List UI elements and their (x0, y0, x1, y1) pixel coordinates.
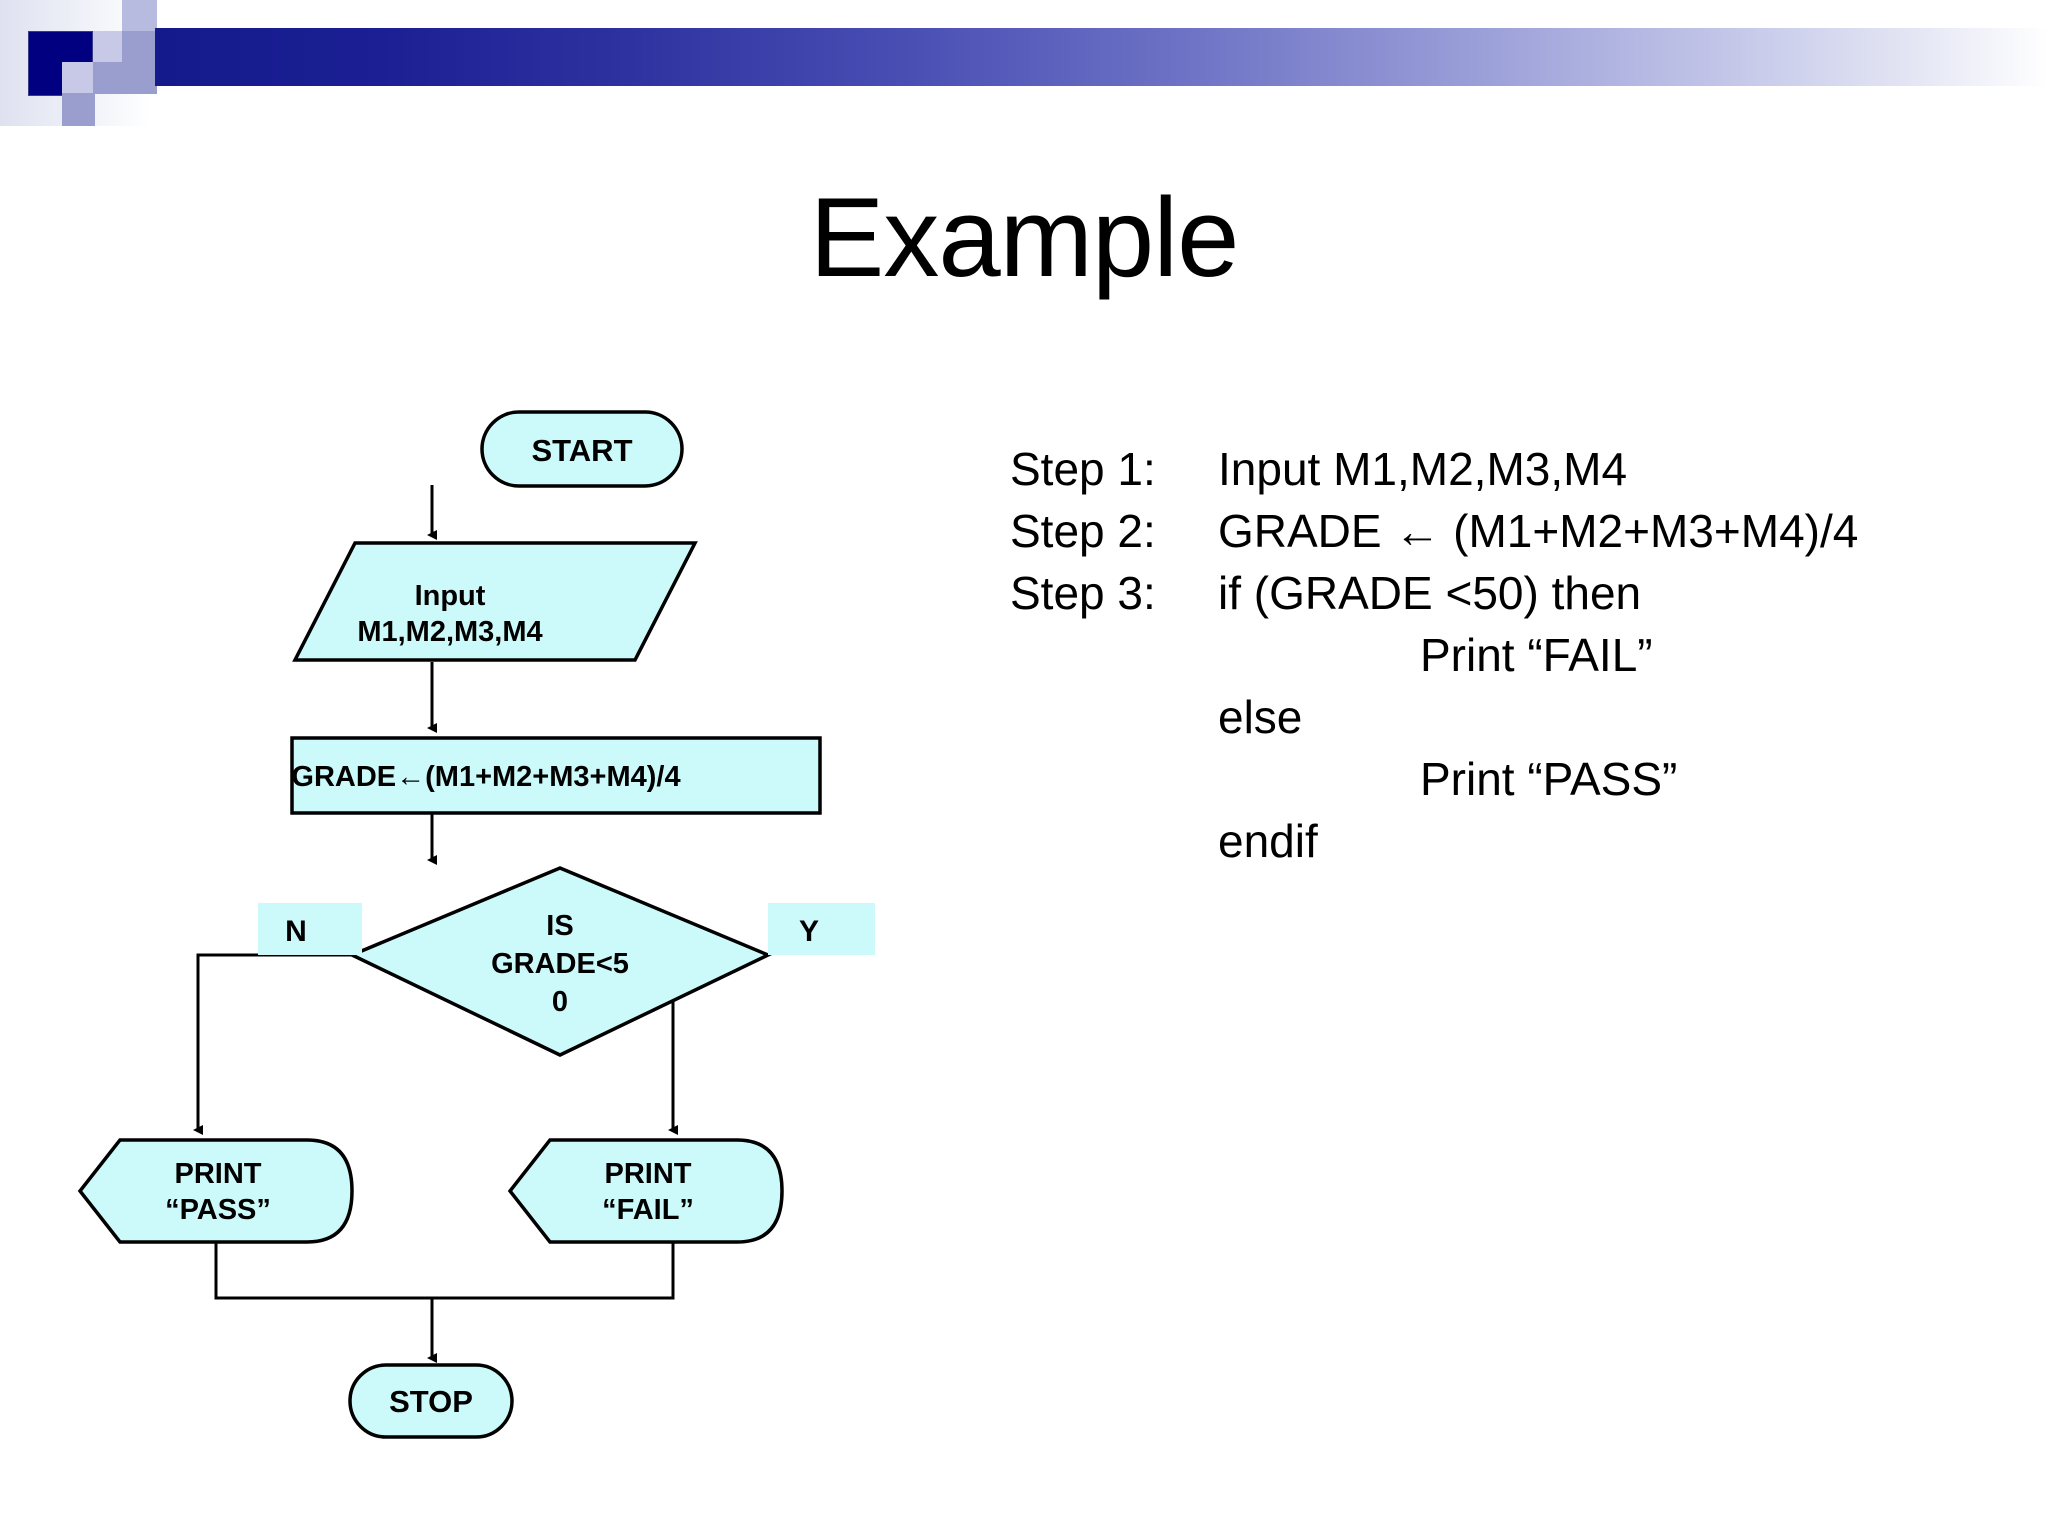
flow-node-stop[interactable]: STOP (348, 1363, 514, 1439)
branch-label-yes: Y (768, 903, 875, 955)
branch-label-yes-text: Y (799, 915, 819, 948)
branch-label-no: N (258, 903, 362, 955)
branch-label-no-bg (258, 903, 362, 955)
start-shape (480, 410, 684, 488)
pseudocode-line: Step 2: GRADE ← (M1+M2+M3+M4)/4 (1010, 500, 2020, 562)
branch-label-no-text: N (285, 915, 307, 948)
branch-label-yes-bg (768, 903, 875, 955)
print-fail-label-line2: “FAIL” (602, 1194, 694, 1226)
input-label-line1: Input (415, 580, 486, 612)
pseudocode-step-body: if (GRADE <50) then (1218, 567, 1642, 619)
page-title: Example (809, 175, 1240, 300)
flow-node-input[interactable]: Input M1,M2,M3,M4 (292, 541, 698, 662)
pseudocode-step-body: Print “PASS” (1420, 753, 1678, 805)
decision-label-line3: 0 (552, 986, 568, 1018)
pseudocode-step-body: Print “FAIL” (1420, 629, 1653, 681)
pseudocode-line: else (1010, 686, 2020, 748)
pseudocode-line: Step 3: if (GRADE <50) then (1010, 562, 2020, 624)
header-square-lower-lavender (62, 62, 95, 94)
header-gradient-bar (155, 28, 2048, 86)
print-fail-shape (507, 1138, 784, 1244)
flow-node-start[interactable]: START (480, 410, 684, 488)
pseudocode-step-label: Step 2: (1010, 505, 1156, 557)
flow-node-process[interactable]: GRADE←(M1+M2+M3+M4)/4 (290, 736, 822, 815)
process-label: GRADE←(M1+M2+M3+M4)/4 (291, 761, 680, 793)
pseudocode-line: endif (1010, 810, 2020, 872)
slide-header-decoration (0, 0, 2048, 130)
stop-shape (348, 1363, 514, 1439)
decision-label-line2: GRADE<5 (491, 948, 629, 980)
print-pass-shape (77, 1138, 354, 1244)
pseudocode-step-body: else (1218, 691, 1303, 743)
pseudocode-step-body: Input M1,M2,M3,M4 (1218, 443, 1628, 495)
process-shape (290, 736, 822, 815)
start-label: START (531, 433, 632, 468)
pseudocode-step-body: endif (1218, 815, 1318, 867)
header-square-periwinkle (122, 31, 157, 94)
connector-fail-to-merge (432, 1242, 675, 1300)
pseudocode-line: Print “PASS” (1010, 748, 2020, 810)
decision-label-line1: IS (546, 910, 573, 942)
print-fail-label-line1: PRINT (605, 1158, 692, 1190)
header-square-lower-periwinkle (93, 62, 125, 94)
flow-node-print-fail[interactable]: PRINT “FAIL” (507, 1138, 784, 1244)
connector-pass-to-merge (214, 1242, 432, 1300)
pseudocode-line: Step 1: Input M1,M2,M3,M4 (1010, 438, 2020, 500)
header-square-bottom-periwinkle (62, 93, 95, 126)
pseudocode-block: Step 1: Input M1,M2,M3,M4 Step 2: GRADE … (1010, 438, 2020, 872)
input-label-line2: M1,M2,M3,M4 (357, 616, 542, 648)
flowchart-diagram: START Input M1,M2,M3,M4 GRADE←(M1+M2+M3+… (77, 410, 875, 1439)
pseudocode-step-label: Step 3: (1010, 567, 1156, 619)
print-pass-label-line2: “PASS” (165, 1194, 271, 1226)
connector-no-branch (193, 953, 352, 1135)
flow-node-print-pass[interactable]: PRINT “PASS” (77, 1138, 354, 1244)
pseudocode-step-label: Step 1: (1010, 443, 1156, 495)
input-shape (292, 541, 698, 662)
pseudocode-step-body: GRADE ← (M1+M2+M3+M4)/4 (1218, 505, 1859, 557)
pseudocode-line: Print “FAIL” (1010, 624, 2020, 686)
decision-shape (347, 866, 773, 1057)
stop-label: STOP (389, 1384, 473, 1419)
print-pass-label-line1: PRINT (175, 1158, 262, 1190)
flow-node-decision[interactable]: IS GRADE<5 0 (347, 866, 773, 1057)
